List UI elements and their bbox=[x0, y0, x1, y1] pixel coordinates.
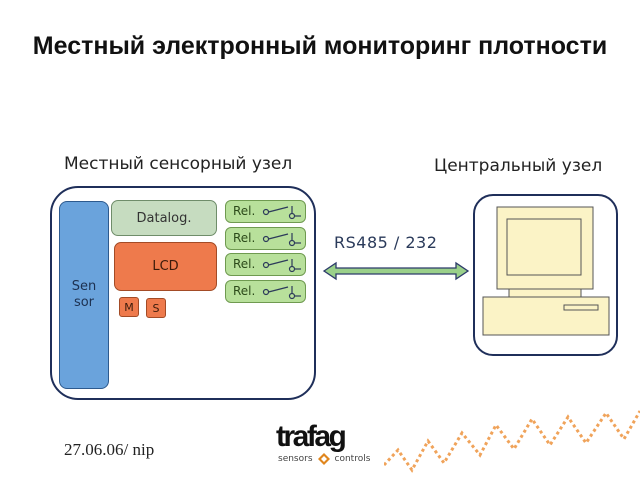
m-label: M bbox=[124, 300, 134, 314]
datalog-block: Datalog. bbox=[111, 200, 217, 236]
local-node-label: Местный сенсорный узел bbox=[64, 154, 293, 174]
tagline-right: controls bbox=[334, 454, 371, 464]
zigzag-decoration bbox=[384, 410, 640, 473]
relay-switch-icon bbox=[262, 206, 301, 220]
brand-tagline: sensors controls bbox=[278, 452, 370, 466]
page-title: Местный электронный мониторинг плотности bbox=[32, 32, 608, 60]
relay-label: Rel. bbox=[233, 257, 256, 271]
footer-date: 27.06.06/ nip bbox=[64, 440, 155, 459]
relay-block: Rel. bbox=[225, 200, 306, 223]
lcd-label: LCD bbox=[152, 259, 179, 274]
relay-label: Rel. bbox=[233, 284, 256, 298]
m-block: M bbox=[119, 297, 139, 317]
sensor-label: Sen sor bbox=[71, 279, 97, 310]
s-block: S bbox=[146, 298, 166, 318]
sensor-block: Sen sor bbox=[59, 201, 109, 389]
lcd-block: LCD bbox=[114, 242, 217, 291]
central-node-label: Центральный узел bbox=[434, 156, 603, 176]
relay-switch-icon bbox=[262, 259, 301, 273]
relay-block: Rel. bbox=[225, 227, 306, 250]
relay-label: Rel. bbox=[233, 204, 256, 218]
brand-logo: trafag bbox=[276, 420, 347, 453]
tagline-left: sensors bbox=[278, 454, 313, 464]
relay-block: Rel. bbox=[225, 280, 306, 303]
relay-switch-icon bbox=[262, 286, 301, 300]
s-label: S bbox=[152, 301, 160, 315]
trafag-diamond-icon bbox=[317, 453, 330, 465]
relay-switch-icon bbox=[262, 233, 301, 247]
relay-label: Rel. bbox=[233, 231, 256, 245]
computer-icon bbox=[482, 206, 610, 336]
datalog-label: Datalog. bbox=[136, 210, 192, 226]
link-label: RS485 / 232 bbox=[334, 233, 438, 252]
double-arrow-icon bbox=[322, 261, 470, 281]
relay-block: Rel. bbox=[225, 253, 306, 276]
